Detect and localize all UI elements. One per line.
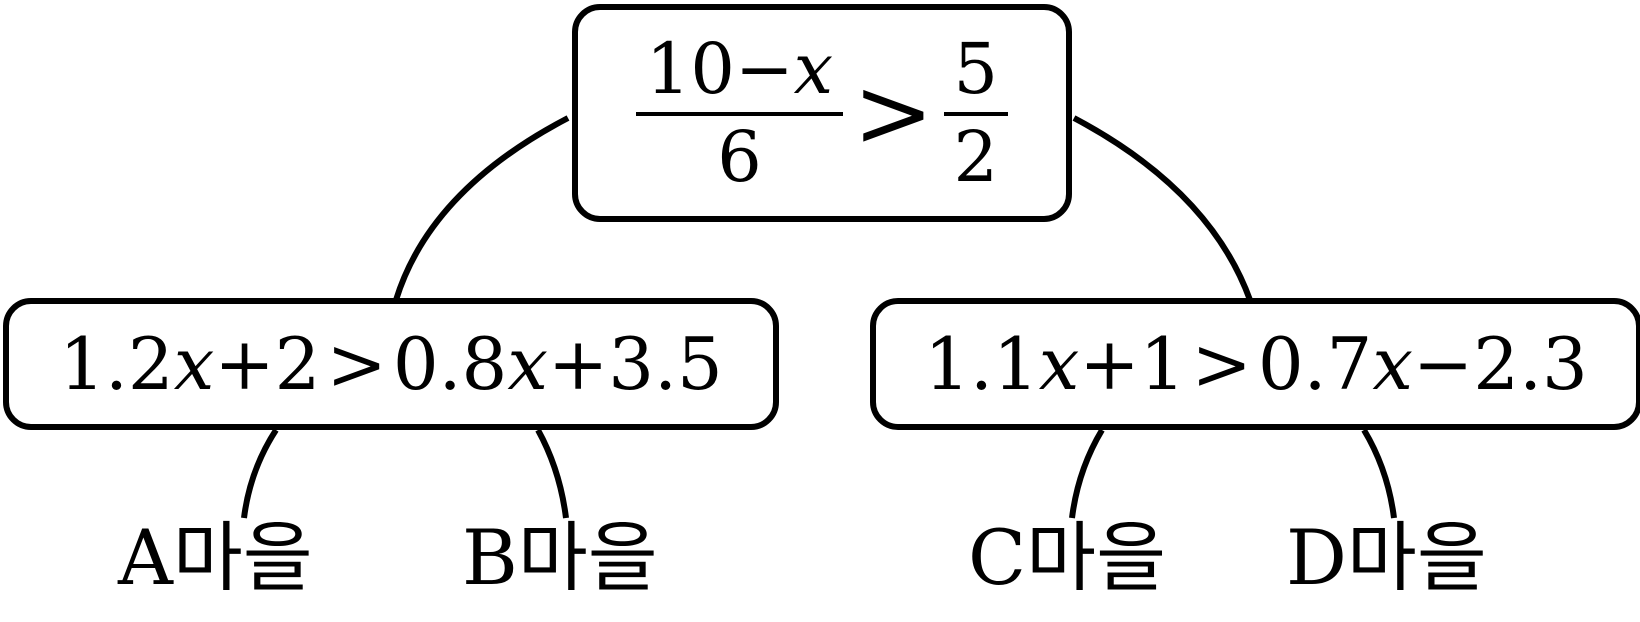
leaf-village-c: C마을 xyxy=(968,513,1166,602)
fraction-bar xyxy=(943,112,1009,116)
link-root-left xyxy=(393,115,570,301)
right-term-2: +1 xyxy=(1079,322,1186,406)
leaf-village-d: D마을 xyxy=(1286,513,1487,602)
leaf-village-b: B마을 xyxy=(462,513,658,602)
greater-than-symbol: > xyxy=(1191,322,1252,406)
root-lhs-numerator: 10−x xyxy=(645,28,834,110)
leaf-village-a: A마을 xyxy=(118,513,313,602)
left-term-4: +3.5 xyxy=(547,322,723,406)
root-inequality-box: 10−x 6 > 5 2 xyxy=(572,4,1072,222)
link-root-right xyxy=(1072,115,1253,302)
left-var-1: x xyxy=(173,322,215,406)
right-term-4: −2.3 xyxy=(1412,322,1588,406)
root-rhs-numerator: 5 xyxy=(953,28,999,110)
root-rhs-fraction: 5 2 xyxy=(943,28,1009,198)
fraction-bar xyxy=(635,112,844,116)
right-term-3: 0.7 xyxy=(1257,322,1373,406)
root-inequality: 10−x 6 > 5 2 xyxy=(635,28,1009,198)
greater-than-symbol: > xyxy=(853,57,934,169)
left-var-2: x xyxy=(507,322,548,406)
root-lhs-denominator: 6 xyxy=(717,116,762,198)
link-left-b xyxy=(535,428,569,519)
greater-than-symbol: > xyxy=(326,322,387,406)
root-lhs-fraction: 10−x 6 xyxy=(635,28,844,198)
left-term-3: 0.8 xyxy=(392,322,508,406)
right-var-2: x xyxy=(1372,322,1413,406)
root-rhs-denominator: 2 xyxy=(953,116,999,198)
right-term-1: 1.1 xyxy=(924,322,1039,406)
link-right-c xyxy=(1069,428,1105,519)
left-term-2: +2 xyxy=(214,322,321,406)
right-var-1: x xyxy=(1038,322,1080,406)
link-left-a xyxy=(241,428,279,519)
left-term-1: 1.2 xyxy=(59,322,174,406)
link-right-d xyxy=(1361,428,1397,519)
